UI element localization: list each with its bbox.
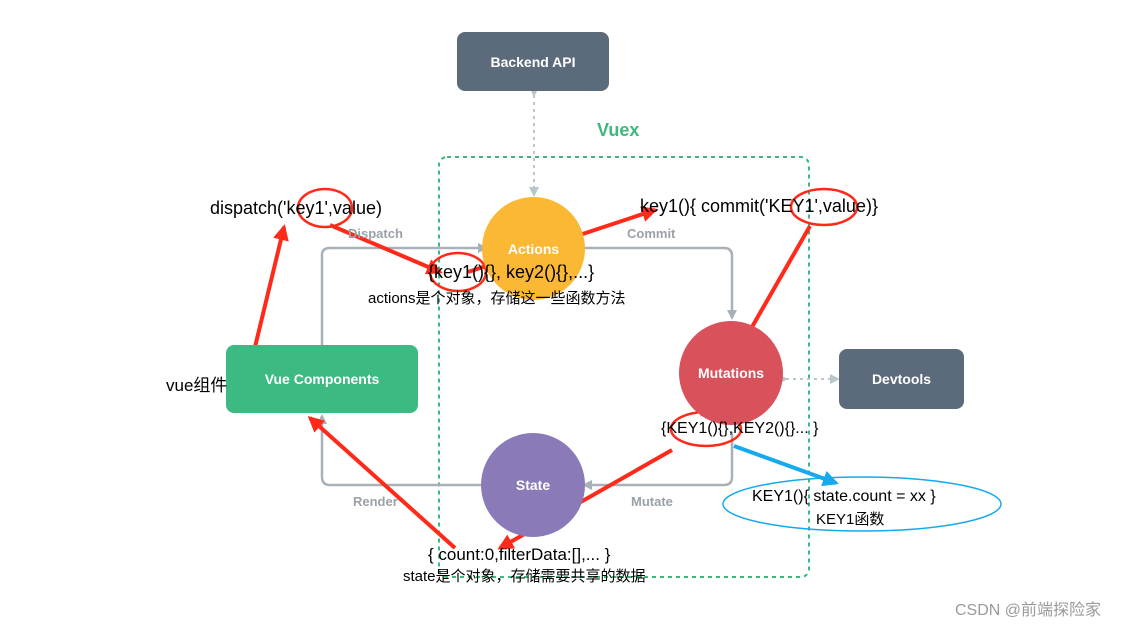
mutate-edge-label: Mutate — [631, 494, 673, 509]
blue-arrow-mutation-to-fn — [733, 444, 839, 487]
commit-edge-label: Commit — [627, 226, 676, 241]
mutations-node: Mutations — [679, 321, 783, 425]
commit-call-annotation: key1(){ commit('KEY1',value)} — [640, 196, 878, 216]
vue-components-node: Vue Components — [226, 345, 418, 413]
vue-component-annotation: vue组件 — [166, 376, 228, 395]
backend-api-node: Backend API — [457, 32, 609, 91]
actions-object-annotation: {key1(){}, key2(){},...} — [428, 262, 595, 282]
csdn-watermark: CSDN @前端探险家 — [955, 602, 1102, 619]
red-arrow-dispatch-to-actions — [329, 223, 443, 275]
render-flow-arrow — [317, 414, 484, 487]
key1-ellipse-commit — [789, 187, 859, 227]
vuex-label: Vuex — [597, 120, 640, 140]
red-arrow-state-to-components — [307, 415, 457, 550]
render-edge-label: Render — [353, 494, 398, 509]
actions-description-annotation: actions是个对象，存储这一些函数方法 — [368, 290, 626, 307]
state-object-annotation: { count:0,filterData:[],... } — [428, 545, 611, 564]
mutation-fn-description: KEY1函数 — [816, 511, 885, 528]
dispatch-flow-arrow — [320, 243, 488, 345]
mutate-flow-arrow — [582, 432, 734, 490]
red-arrow-components-to-dispatch — [253, 224, 289, 348]
mutation-fn-ellipse — [722, 476, 1002, 532]
mutations-object-annotation: {KEY1(){},KEY2(){}... } — [661, 420, 819, 437]
vuex-container — [438, 156, 810, 578]
state-node: State — [481, 433, 585, 537]
devtools-node: Devtools — [839, 349, 964, 409]
mutation-fn-annotation: KEY1(){ state.count = xx } — [752, 488, 936, 505]
dispatch-call-annotation: dispatch('key1',value) — [210, 198, 382, 218]
actions-node: Actions — [482, 197, 585, 300]
key1-ellipse-dispatch — [296, 187, 354, 229]
dispatch-edge-label: Dispatch — [348, 226, 403, 241]
commit-flow-arrow — [582, 246, 737, 320]
state-description-annotation: state是个对象，存储需要共享的数据 — [403, 568, 646, 585]
